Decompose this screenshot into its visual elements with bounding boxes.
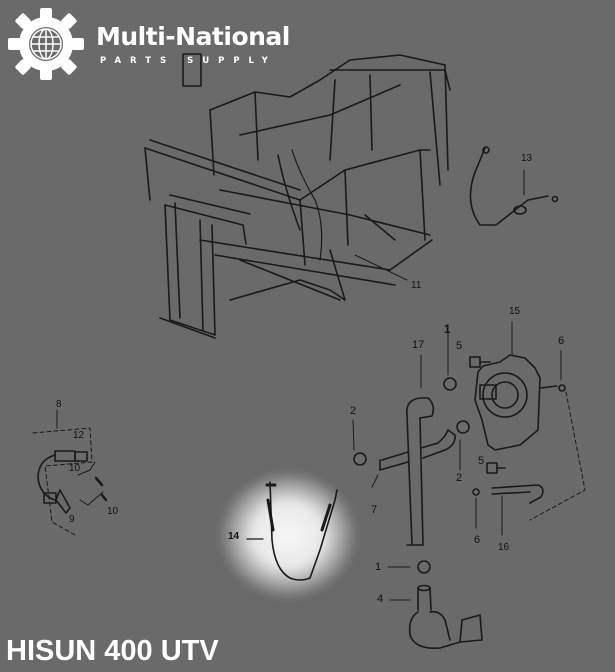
callout-16[interactable]: 16 (498, 542, 510, 553)
callout-2[interactable]: 2 (456, 472, 463, 484)
callout-17[interactable]: 17 (412, 339, 425, 351)
callout-6[interactable]: 6 (558, 335, 565, 347)
callout-13[interactable]: 13 (521, 153, 533, 164)
vehicle-model-title: HISUN 400 UTV (6, 635, 219, 667)
callout-15[interactable]: 15 (509, 306, 521, 317)
callout-7[interactable]: 7 (371, 504, 378, 516)
gear-globe-icon (8, 8, 84, 80)
frame-assembly-icon (144, 53, 451, 339)
callout-2[interactable]: 2 (350, 405, 357, 417)
callout-8[interactable]: 8 (56, 399, 62, 410)
callout-10[interactable]: 10 (69, 463, 81, 474)
logo-tagline-text: PARTS SUPPLY (100, 56, 277, 66)
callout-9[interactable]: 9 (69, 514, 75, 525)
callout-5[interactable]: 5 (456, 340, 463, 352)
logo-brand-text: Multi-National (96, 22, 290, 51)
choke-cable-part-14-icon (246, 481, 338, 581)
water-pump-group-icon (352, 321, 586, 650)
callout-1[interactable]: 1 (444, 322, 451, 336)
throttle-cable-icon (469, 146, 559, 226)
callout-4[interactable]: 4 (377, 593, 384, 605)
callout-6[interactable]: 6 (474, 534, 481, 546)
callout-5[interactable]: 5 (478, 455, 485, 467)
callout-14[interactable]: 14 (228, 531, 240, 542)
highlight-glow-part-14 (218, 470, 358, 600)
callout-11[interactable]: 11 (411, 280, 422, 291)
multi-national-logo[interactable]: Multi-National PARTS SUPPLY (8, 8, 308, 84)
sensor-assembly-icon (32, 409, 108, 536)
callout-1[interactable]: 1 (375, 561, 382, 573)
callout-10[interactable]: 10 (107, 506, 119, 517)
callout-12[interactable]: 12 (73, 430, 85, 441)
